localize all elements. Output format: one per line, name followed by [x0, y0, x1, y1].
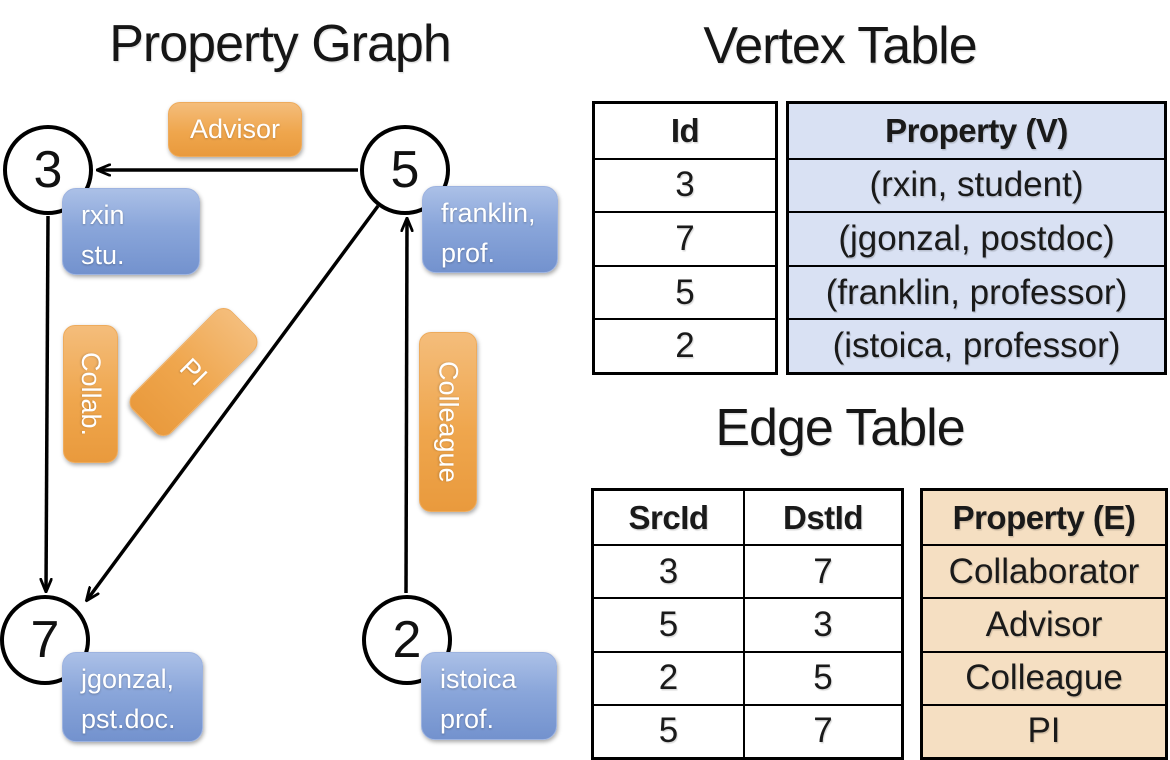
vertex-property-box-rxin: rxin stu.	[62, 188, 200, 275]
vertex-table-id-header: Id	[670, 111, 700, 149]
vertex-node-2: 2	[362, 595, 452, 685]
vertex-table-title: Vertex Table	[703, 17, 977, 75]
edge-colleague-arrow	[406, 219, 407, 594]
edge-table-srcid-cell: 5	[594, 703, 744, 757]
edge-pi-arrow	[87, 204, 380, 600]
vertex-table-property-cell: (franklin, professor)	[789, 264, 1164, 319]
vertex-id-label: 7	[30, 611, 60, 669]
property-line: pst.doc.	[81, 704, 176, 734]
edge-collab-arrow	[46, 215, 48, 591]
edge-table-dstid-cell: 3	[743, 597, 901, 651]
vertex-table-property-cell: (jgonzal, postdoc)	[789, 211, 1164, 265]
edge-label-colleague: Colleague	[419, 332, 477, 512]
vertex-property-box-jgonzal: jgonzal, pst.doc.	[62, 652, 203, 742]
edge-table-srcid-header: SrcId	[628, 498, 709, 536]
edge-table-id-columns: SrcId DstId 3 7 5 3 2 5 5 7	[591, 488, 904, 760]
property-line: prof.	[440, 704, 495, 734]
edge-table-dstid-header: DstId	[743, 491, 901, 545]
property-line: stu.	[81, 240, 125, 270]
property-graph-title: Property Graph	[109, 15, 452, 73]
vertex-table-id-cell: 2	[595, 318, 775, 372]
vertex-property-box-istoica: istoica prof.	[421, 652, 557, 740]
edge-table-property-column: Property (E) Collaborator Advisor Collea…	[920, 488, 1168, 760]
edge-table-srcid-cell: 3	[594, 544, 744, 597]
vertex-table-id-column: Id 3 7 5 2	[592, 101, 778, 375]
edge-table-title: Edge Table	[715, 399, 965, 457]
property-line: istoica	[440, 664, 517, 694]
vertex-id-label: 5	[390, 141, 420, 199]
property-line: jgonzal,	[81, 664, 175, 694]
property-line: franklin,	[441, 198, 536, 228]
edge-label-collab: Collab.	[63, 325, 118, 463]
vertex-table-property-cell: (rxin, student)	[789, 157, 1164, 212]
vertex-table-id-cell: 7	[595, 211, 775, 265]
edge-table-srcid-cell: 5	[594, 597, 744, 650]
edge-label-advisor: Advisor	[168, 102, 302, 157]
edge-table-property-cell: PI	[923, 703, 1165, 757]
graph-edges-canvas	[0, 0, 585, 760]
vertex-id-label: 3	[33, 141, 63, 199]
vertex-table-id-cell: 5	[595, 264, 775, 319]
vertex-property-box-franklin: franklin, prof.	[422, 186, 558, 273]
vertex-id-label: 2	[392, 611, 422, 669]
edge-table-dstid-cell: 7	[743, 544, 901, 598]
property-line: rxin	[81, 200, 125, 230]
vertex-table-property-header: Property (V)	[885, 111, 1068, 149]
edge-table-srcid-cell: 2	[594, 650, 744, 704]
edge-table-property-cell: Collaborator	[923, 544, 1165, 597]
vertex-table-property-column: Property (V) (rxin, student) (jgonzal, p…	[786, 101, 1167, 375]
edge-table-property-header: Property (E)	[952, 498, 1136, 536]
edge-table-dstid-cell: 7	[743, 703, 901, 757]
vertex-node-5: 5	[360, 125, 450, 215]
edge-table-dstid-cell: 5	[743, 650, 901, 704]
vertex-table-id-cell: 3	[595, 157, 775, 212]
vertex-table-property-cell: (istoica, professor)	[789, 318, 1164, 372]
edge-table-property-cell: Colleague	[923, 650, 1165, 704]
edge-table-property-cell: Advisor	[923, 597, 1165, 650]
property-line: prof.	[441, 238, 496, 268]
